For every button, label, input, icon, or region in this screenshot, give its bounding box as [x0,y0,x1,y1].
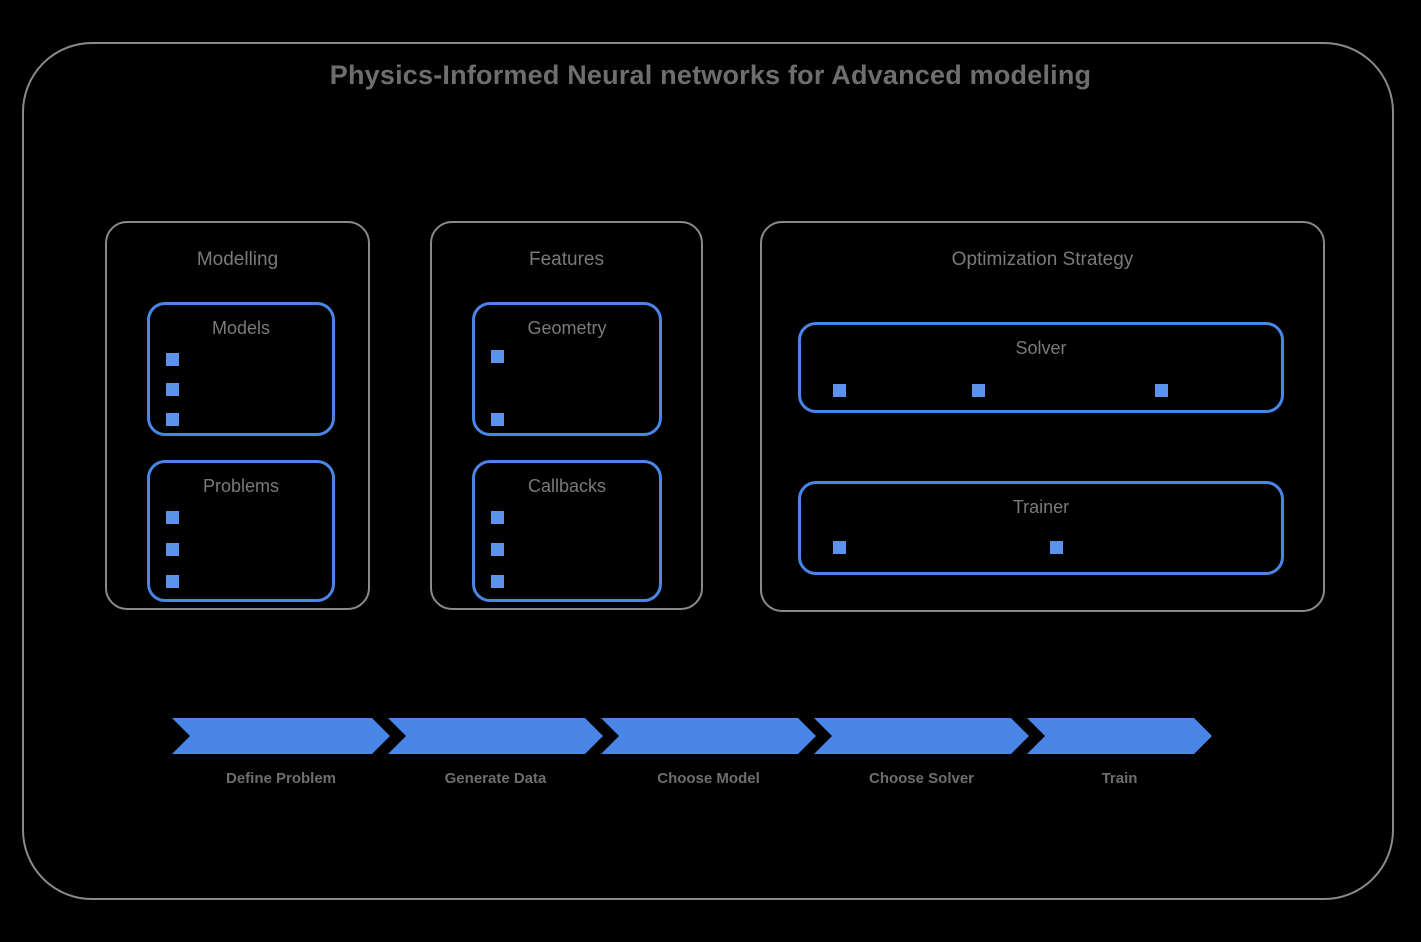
inner-title-solver: Solver [1015,338,1067,358]
cube-marker-icon [491,410,507,426]
group-title-modelling: Modelling [196,249,279,270]
cube-marker-icon [1050,538,1066,554]
pipeline-step-label-0: Define Problem [225,770,337,787]
inner-box-models[interactable]: Models [147,302,335,436]
pipeline-step-3[interactable] [814,718,1029,754]
pipeline-step-label-1: Generate Data [444,770,547,787]
pipeline-step-0[interactable] [172,718,390,754]
inner-title-problems: Problems [202,476,280,496]
group-title-features: Features [529,249,604,270]
inner-title-callbacks: Callbacks [527,476,607,496]
inner-title-models: Models [211,318,271,338]
pipeline-flow: Define Problem Generate Data Choose Mode… [172,718,1212,787]
cube-marker-icon [166,540,182,556]
pipeline-step-label-2: Choose Model [657,770,760,787]
cube-marker-icon [491,540,507,556]
inner-box-trainer[interactable]: Trainer [798,481,1284,575]
group-panel-optimization: Optimization Strategy [760,221,1325,612]
page-title: Physics-Informed Neural networks for Adv… [329,60,1092,90]
inner-box-geometry[interactable]: Geometry [472,302,662,436]
diagram-outer-frame [22,42,1394,900]
group-title-optimization: Optimization Strategy [951,249,1134,270]
inner-title-geometry: Geometry [527,318,607,338]
group-panel-modelling: Modelling [105,221,370,610]
cube-marker-icon [491,508,507,524]
cube-marker-icon [491,572,507,588]
cube-marker-icon [166,410,182,426]
group-panel-features: Features [430,221,703,610]
inner-box-solver[interactable]: Solver [798,322,1284,413]
cube-marker-icon [166,350,182,366]
cube-marker-icon [833,381,849,397]
cube-marker-icon [972,381,988,397]
inner-box-problems[interactable]: Problems [147,460,335,602]
pipeline-step-1[interactable] [388,718,603,754]
inner-title-trainer: Trainer [1012,497,1070,517]
cube-marker-icon [1155,381,1171,397]
cube-marker-icon [491,347,507,363]
pipeline-step-label-4: Train [1101,770,1138,787]
cube-marker-icon [166,508,182,524]
pipeline-step-4[interactable] [1027,718,1212,754]
cube-marker-icon [166,380,182,396]
cube-marker-icon [833,538,849,554]
inner-box-callbacks[interactable]: Callbacks [472,460,662,602]
pipeline-step-2[interactable] [601,718,816,754]
cube-marker-icon [166,572,182,588]
pipeline-step-label-3: Choose Solver [868,770,975,787]
